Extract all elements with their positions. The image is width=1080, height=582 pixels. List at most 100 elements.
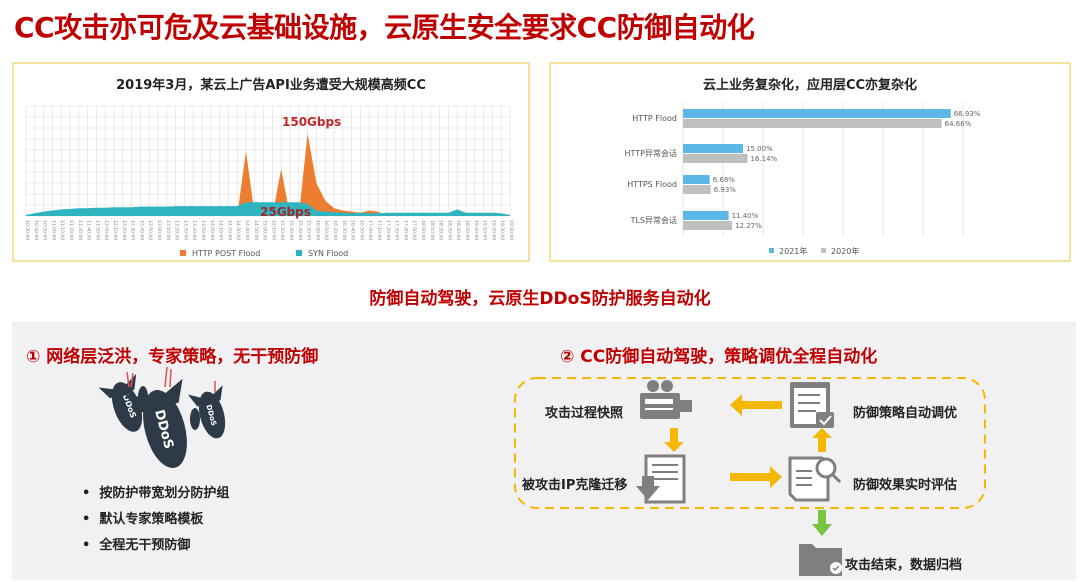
bullet-item: • 按防护带宽划分防护组 bbox=[82, 486, 230, 501]
folder-archive-icon bbox=[799, 544, 842, 576]
data-label: 6.93% bbox=[714, 186, 737, 194]
data-label: 12.27% bbox=[735, 222, 762, 230]
bullet-item: • 全程无干预防御 bbox=[82, 538, 191, 553]
x-tick-label: 16:50:00 bbox=[358, 220, 364, 240]
x-tick-label: 19:20:00 bbox=[490, 220, 496, 240]
legend-swatch bbox=[180, 250, 186, 256]
x-tick-label: 18:50:00 bbox=[464, 220, 470, 240]
node-evaluate: 防御效果实时评估 bbox=[853, 478, 958, 493]
x-tick-label: 15:30:00 bbox=[288, 220, 294, 240]
x-tick-label: 11:10:00 bbox=[59, 220, 65, 240]
section-subtitle: 防御自动驾驶，云原生DDoS防护服务自动化 bbox=[369, 289, 711, 309]
x-tick-label: 13:30:00 bbox=[182, 220, 188, 240]
left-heading: ① 网络层泛洪，专家策略，无干预防御 bbox=[26, 347, 319, 367]
x-tick-label: 18:20:00 bbox=[438, 220, 444, 240]
x-tick-label: 14:10:00 bbox=[218, 220, 224, 240]
x-tick-label: 11:30:00 bbox=[77, 220, 83, 240]
x-tick-label: 13:00:00 bbox=[156, 220, 162, 240]
legend-label: SYN Flood bbox=[308, 249, 348, 258]
x-tick-label: 17:30:00 bbox=[394, 220, 400, 240]
x-tick-label: 10:30:00 bbox=[24, 220, 30, 240]
arrow-down-green-icon bbox=[812, 510, 832, 536]
x-tick-label: 12:40:00 bbox=[138, 220, 144, 240]
bar bbox=[683, 211, 729, 220]
category-label: HTTP异常会话 bbox=[625, 148, 677, 158]
peak-annotation: 150Gbps bbox=[282, 115, 341, 129]
x-tick-label: 15:40:00 bbox=[297, 220, 303, 240]
x-tick-label: 12:10:00 bbox=[112, 220, 118, 240]
camera-snapshot-icon bbox=[640, 380, 692, 419]
x-tick-label: 15:50:00 bbox=[306, 220, 312, 240]
x-tick-label: 19:30:00 bbox=[499, 220, 505, 240]
chart-title: 2019年3月，某云上广告API业务遭受大规模高频CC bbox=[116, 78, 426, 93]
x-tick-label: 17:10:00 bbox=[376, 220, 382, 240]
x-tick-label: 14:30:00 bbox=[235, 220, 241, 240]
legend-swatch bbox=[296, 250, 302, 256]
x-tick-label: 15:00:00 bbox=[262, 220, 268, 240]
x-tick-label: 15:10:00 bbox=[270, 220, 276, 240]
x-tick-label: 10:50:00 bbox=[42, 220, 48, 240]
x-tick-label: 12:00:00 bbox=[103, 220, 109, 240]
x-tick-label: 13:20:00 bbox=[174, 220, 180, 240]
x-tick-label: 18:30:00 bbox=[446, 220, 452, 240]
x-tick-label: 12:30:00 bbox=[130, 220, 136, 240]
x-tick-label: 13:10:00 bbox=[165, 220, 171, 240]
data-label: 16.14% bbox=[751, 155, 778, 163]
bullet-item: • 默认专家策略模板 bbox=[82, 512, 204, 527]
solution-panel: ① 网络层泛洪，专家策略，无干预防御 DDoS DDoS DDoS • 按防护带… bbox=[12, 322, 1076, 580]
x-tick-label: 19:10:00 bbox=[482, 220, 488, 240]
x-tick-label: 11:50:00 bbox=[94, 220, 100, 240]
category-label: HTTP Flood bbox=[632, 114, 677, 123]
node-snapshot: 攻击过程快照 bbox=[545, 406, 624, 421]
category-label: TLS异常会话 bbox=[630, 215, 677, 225]
bar bbox=[683, 185, 711, 194]
x-tick-label: 17:20:00 bbox=[385, 220, 391, 240]
x-tick-label: 10:40:00 bbox=[33, 220, 39, 240]
arrow-right-icon bbox=[730, 466, 782, 488]
x-tick-label: 15:20:00 bbox=[279, 220, 285, 240]
x-tick-label: 16:20:00 bbox=[332, 220, 338, 240]
syn-annotation: 25Gbps bbox=[260, 205, 311, 219]
x-tick-label: 16:10:00 bbox=[323, 220, 329, 240]
node-tuning: 防御策略自动调优 bbox=[853, 406, 958, 421]
checklist-icon bbox=[790, 382, 834, 428]
x-tick-label: 18:10:00 bbox=[429, 220, 435, 240]
data-label: 64.66% bbox=[945, 120, 972, 128]
data-label: 66.93% bbox=[954, 110, 981, 118]
x-tick-label: 16:00:00 bbox=[314, 220, 320, 240]
x-tick-label: 12:20:00 bbox=[121, 220, 127, 240]
automation-loop-border bbox=[514, 377, 986, 509]
arrow-left-icon bbox=[730, 394, 782, 416]
category-label: HTTPS Flood bbox=[627, 180, 677, 189]
document-download-icon bbox=[636, 454, 686, 504]
x-tick-label: 18:40:00 bbox=[455, 220, 461, 240]
bar bbox=[683, 175, 710, 184]
node-migrate: 被攻击IP克隆迁移 bbox=[522, 478, 628, 493]
bar bbox=[683, 109, 951, 118]
x-tick-label: 19:00:00 bbox=[473, 220, 479, 240]
automation-flow-diagram bbox=[514, 377, 986, 576]
x-tick-label: 14:00:00 bbox=[209, 220, 215, 240]
x-tick-label: 16:40:00 bbox=[350, 220, 356, 240]
ddos-bombs-icon: DDoS DDoS DDoS bbox=[98, 367, 226, 468]
right-heading: ② CC防御自动驾驶，策略调优全程自动化 bbox=[560, 347, 878, 367]
legend-label: HTTP POST Flood bbox=[192, 249, 260, 258]
bar bbox=[683, 154, 748, 163]
x-tick-label: 14:40:00 bbox=[244, 220, 250, 240]
arrow-down-icon bbox=[664, 428, 684, 452]
arrow-up-icon bbox=[812, 428, 832, 452]
legend-swatch bbox=[821, 248, 826, 253]
data-label: 11.40% bbox=[732, 212, 759, 220]
x-tick-label: 11:40:00 bbox=[86, 220, 92, 240]
x-tick-label: 13:50:00 bbox=[200, 220, 206, 240]
x-tick-label: 17:40:00 bbox=[402, 220, 408, 240]
node-archive: 攻击结束，数据归档 bbox=[845, 558, 963, 573]
x-tick-label: 11:20:00 bbox=[68, 220, 74, 240]
x-tick-label: 14:50:00 bbox=[253, 220, 259, 240]
x-tick-label: 19:40:00 bbox=[508, 220, 514, 240]
x-tick-label: 13:40:00 bbox=[191, 220, 197, 240]
x-tick-label: 14:20:00 bbox=[226, 220, 232, 240]
